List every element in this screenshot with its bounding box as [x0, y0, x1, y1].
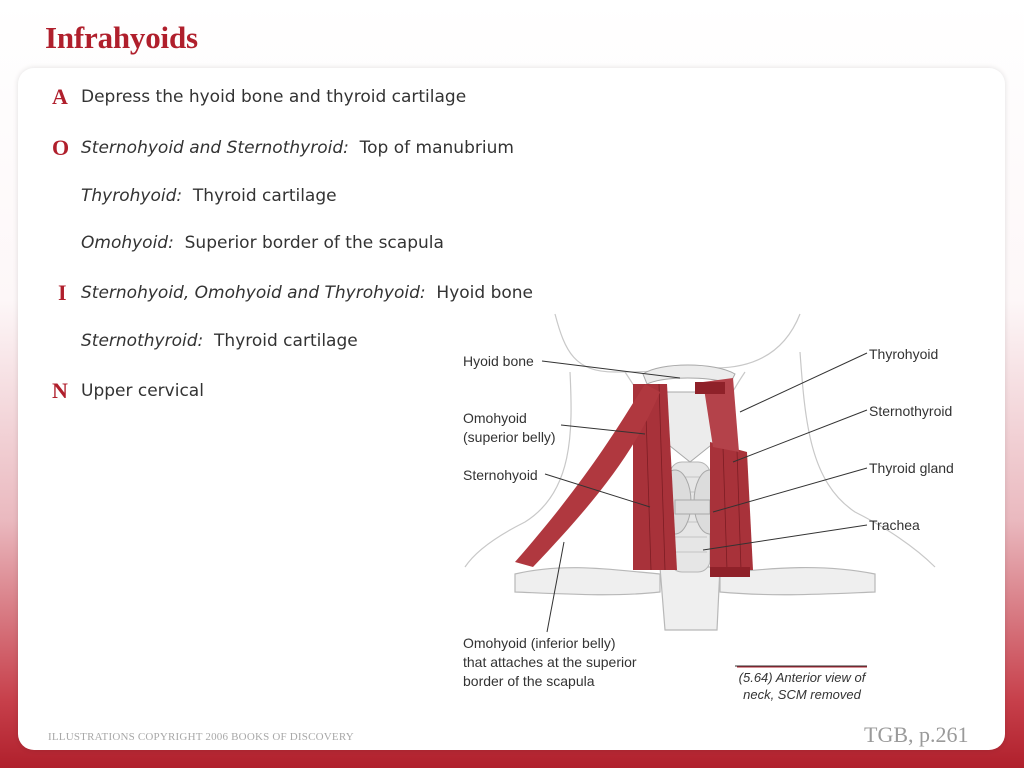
insertion-muscle: Sternothyroid: — [81, 331, 204, 351]
slide-title: Infrahyoids — [45, 20, 198, 55]
action-text: Depress the hyoid bone and thyroid carti… — [81, 87, 467, 107]
insertion-item: Sternohyoid, Omohyoid and Thyrohyoid: Hy… — [81, 283, 533, 303]
neck-anatomy-illustration: Hyoid bone Omohyoid (superior belly) Ste… — [463, 313, 954, 702]
label-omohyoid-inferior: Omohyoid (inferior belly) — [463, 635, 616, 651]
origin-item: Sternohyoid and Sternothyroid: Top of ma… — [81, 138, 514, 158]
origin-site: Superior border of the scapula — [184, 233, 444, 253]
nerve-text: Upper cervical — [81, 381, 204, 401]
infrahyoid-muscles — [515, 378, 753, 577]
insertion-site: Thyroid cartilage — [214, 331, 358, 351]
leader-lines — [541, 352, 868, 667]
label-omohyoid-superior-belly: (superior belly) — [463, 429, 556, 445]
origin-site: Thyroid cartilage — [192, 186, 337, 206]
nerve-letter: N — [52, 378, 68, 403]
label-thyroid-gland: Thyroid gland — [869, 460, 954, 476]
label-trachea: Trachea — [869, 517, 920, 533]
label-hyoid-bone: Hyoid bone — [463, 353, 534, 369]
origin-item: Thyrohyoid: Thyroid cartilage — [81, 186, 337, 206]
content-card — [18, 68, 1005, 750]
label-sternohyoid: Sternohyoid — [463, 467, 538, 483]
figure-caption-line1: (5.64) Anterior view of — [739, 670, 867, 685]
insertion-item: Sternothyroid: Thyroid cartilage — [81, 331, 358, 351]
figure-caption-line2: neck, SCM removed — [743, 687, 862, 702]
label-omohyoid-inferior-line3: border of the scapula — [463, 673, 595, 689]
label-omohyoid-superior: Omohyoid — [463, 410, 527, 426]
insertion-letter: I — [58, 280, 67, 305]
page-reference: TGB, p.261 — [864, 722, 969, 747]
origin-item: Omohyoid: Superior border of the scapula — [81, 233, 444, 253]
insertion-site: Hyoid bone — [436, 283, 534, 303]
label-sternothyroid: Sternothyroid — [869, 403, 952, 419]
origin-site: Top of manubrium — [359, 138, 514, 158]
action-letter: A — [52, 84, 68, 109]
origin-muscle: Omohyoid: — [81, 233, 174, 253]
label-thyrohyoid: Thyrohyoid — [869, 346, 938, 362]
label-omohyoid-inferior-line2: that attaches at the superior — [463, 654, 637, 670]
origin-muscle: Sternohyoid and Sternothyroid: — [81, 138, 349, 158]
clavicles — [514, 566, 876, 631]
copyright-notice: ILLUSTRATIONS COPYRIGHT 2006 BOOKS OF DI… — [48, 731, 354, 743]
origin-letter: O — [52, 135, 70, 160]
origin-muscle: Thyrohyoid: — [81, 186, 183, 206]
insertion-muscle: Sternohyoid, Omohyoid and Thyrohyoid: — [81, 283, 426, 303]
